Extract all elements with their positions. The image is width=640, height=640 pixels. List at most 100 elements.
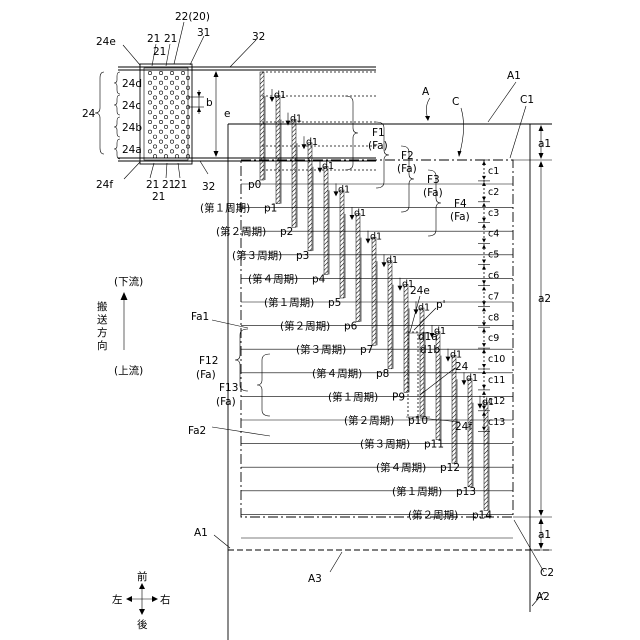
nozzle — [170, 140, 173, 143]
label-24d: 24d — [122, 78, 142, 90]
pass-strip — [372, 237, 376, 345]
compass-left: 左 — [112, 593, 123, 606]
pass-strip — [292, 119, 296, 227]
period-label: (第１周期) — [392, 485, 442, 498]
label-21: 21 — [153, 46, 166, 58]
period-label: (第２周期) — [280, 320, 330, 333]
pass-strip — [276, 96, 280, 204]
d1-label: d1 — [274, 90, 286, 101]
pass-label: p10 — [408, 415, 428, 427]
nozzle — [164, 76, 167, 79]
nozzle — [175, 106, 178, 109]
nozzle — [181, 120, 184, 123]
nozzle — [148, 101, 151, 104]
nozzle — [170, 71, 173, 74]
pass-label: p2 — [280, 226, 293, 238]
pass-label: p11 — [424, 439, 444, 451]
nozzle — [153, 145, 156, 148]
period-label: (第４周期) — [312, 367, 362, 380]
nozzle — [164, 135, 167, 138]
period-label: (第２周期) — [216, 225, 266, 238]
label-21: 21 — [147, 33, 160, 45]
flow-direction-char: 向 — [97, 339, 108, 352]
label-f3: F3 — [427, 174, 440, 186]
period-label: (第１周期) — [264, 296, 314, 309]
label-21: 21 — [152, 191, 165, 203]
nozzle — [181, 101, 184, 104]
nozzle — [181, 71, 184, 74]
nozzle-grid — [148, 71, 189, 158]
pass-strip — [308, 143, 312, 251]
label-31: 31 — [197, 27, 210, 39]
nozzle — [159, 150, 162, 153]
nozzle — [153, 106, 156, 109]
nozzle — [159, 71, 162, 74]
nozzle — [153, 135, 156, 138]
period-label: (第４周期) — [248, 272, 298, 285]
d1-label: d1 — [450, 350, 462, 361]
nozzle — [181, 130, 184, 133]
flow-upstream-label: (上流) — [114, 364, 143, 377]
flow-direction-char: 方 — [97, 326, 108, 339]
label-c: C — [452, 96, 459, 108]
pass-strip — [340, 190, 344, 298]
d1-label: d1 — [482, 397, 494, 408]
nozzle — [159, 91, 162, 94]
nozzle — [164, 96, 167, 99]
label-a2: a2 — [538, 293, 551, 305]
label-a2-bottom: A2 — [536, 591, 550, 603]
nozzle — [148, 71, 151, 74]
label-22-20: 22(20) — [175, 11, 210, 23]
c-label: c10 — [488, 354, 505, 365]
label-fa1: Fa1 — [191, 311, 209, 323]
pass-strip — [388, 261, 392, 369]
flow-direction-indicator — [121, 292, 128, 350]
label-f2-fa: (Fa) — [397, 163, 417, 175]
nozzle — [170, 111, 173, 114]
d1-label: d1 — [322, 161, 334, 172]
nozzle — [159, 140, 162, 143]
c-chain-arrow — [482, 182, 486, 201]
nozzle — [153, 115, 156, 118]
d1-label: d1 — [306, 137, 318, 148]
d1-label: d1 — [338, 184, 350, 195]
c-label: c6 — [488, 271, 499, 282]
nozzle — [175, 86, 178, 89]
pass-label: p7 — [360, 344, 373, 356]
period-label: (第１周期) — [200, 202, 250, 215]
pass-label: p5 — [328, 297, 341, 309]
c-label: c2 — [488, 187, 499, 198]
nozzle — [170, 81, 173, 84]
nozzle — [159, 111, 162, 114]
nozzle — [181, 150, 184, 153]
label-a1-top: a1 — [538, 138, 551, 150]
label-f3-fa: (Fa) — [423, 187, 443, 199]
label-c1: C1 — [520, 94, 534, 106]
label-a1-bottom: a1 — [538, 529, 551, 541]
label-24e: 24e — [96, 36, 116, 48]
label-f1-fa: (Fa) — [368, 140, 388, 152]
nozzle — [170, 101, 173, 104]
c-chain-arrow — [482, 349, 486, 368]
pass-strip — [324, 166, 328, 274]
d1-label: d1 — [370, 232, 382, 243]
pass-label: p6 — [344, 321, 358, 333]
pass-label: p1 — [264, 203, 277, 215]
pass-label: p13 — [456, 486, 476, 498]
pass-label: p12 — [440, 462, 460, 474]
label-f4-fa: (Fa) — [450, 211, 470, 223]
pass-label: p8 — [376, 368, 389, 380]
pass-label: p0 — [248, 179, 261, 191]
nozzle — [164, 145, 167, 148]
c-label: c11 — [488, 375, 505, 386]
nozzle — [159, 101, 162, 104]
nozzle — [175, 76, 178, 79]
label-24f: 24f — [96, 179, 113, 191]
pass-strip — [404, 284, 408, 392]
compass-back: 後 — [137, 618, 148, 631]
label-f12: F12 — [199, 355, 218, 367]
label-f1: F1 — [372, 127, 385, 139]
c-label: c1 — [488, 166, 499, 177]
label-a: A — [422, 86, 430, 98]
